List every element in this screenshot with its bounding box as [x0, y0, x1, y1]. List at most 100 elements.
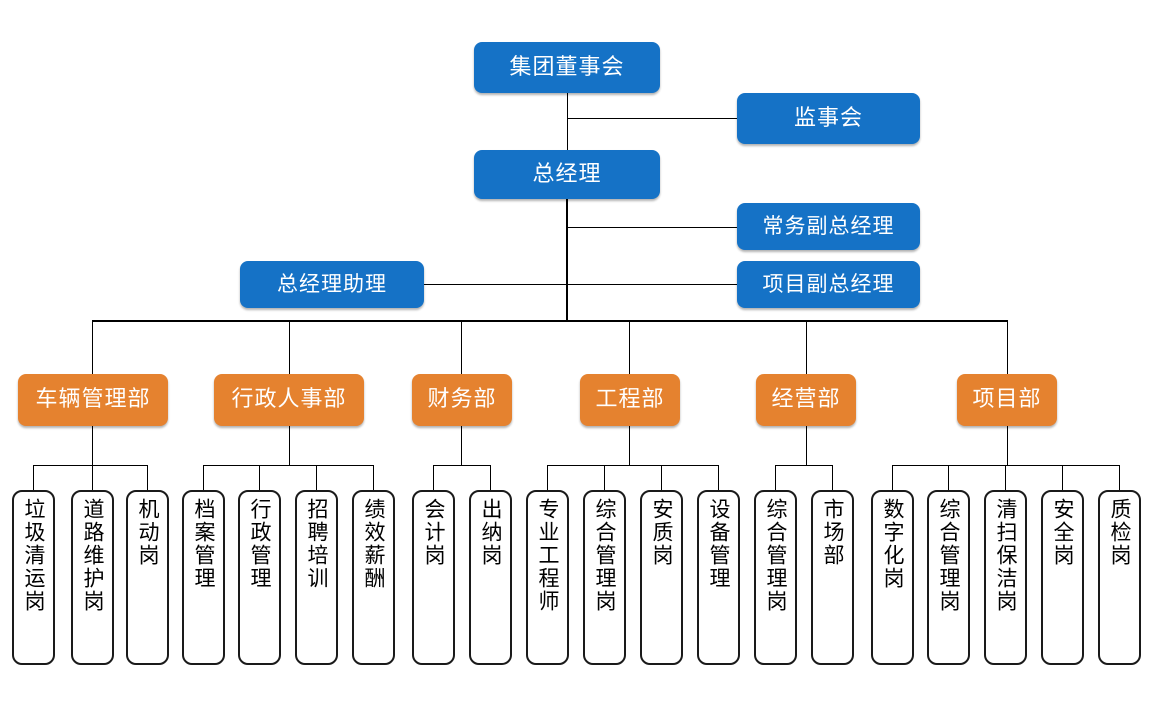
connector-bus-drop-2 — [461, 320, 462, 374]
connector-bus-drop-1 — [289, 320, 290, 374]
leaf-position-label: 综合管理岗 — [592, 498, 617, 613]
leaf-position-label: 专业工程师 — [535, 498, 560, 613]
leaf-position-box[interactable]: 招聘培训 — [295, 490, 338, 665]
leaf-position-label: 垃圾清运岗 — [21, 498, 46, 613]
node-general-manager[interactable]: 总经理 — [474, 150, 660, 199]
connector-bus-drop-4 — [806, 320, 807, 374]
leaf-position-label: 招聘培训 — [304, 498, 329, 590]
leaf-position-box[interactable]: 设备管理 — [697, 490, 740, 665]
connector-gm-trunk-to-supervisory — [567, 118, 737, 119]
leaf-position-label: 质检岗 — [1107, 498, 1132, 567]
leaf-position-box[interactable]: 安质岗 — [640, 490, 683, 665]
leaf-position-label: 设备管理 — [706, 498, 731, 590]
connector-leaf-drop-4-0 — [775, 465, 776, 490]
connector-leaf-drop-1-3 — [373, 465, 374, 490]
node-project-vice-gm[interactable]: 项目副总经理 — [737, 261, 920, 308]
node-department-engineering[interactable]: 工程部 — [580, 374, 680, 426]
connector-leaf-drop-5-4 — [1119, 465, 1120, 490]
leaf-position-box[interactable]: 会计岗 — [412, 490, 455, 665]
connector-subbus-0 — [33, 465, 147, 466]
node-department-finance-label: 财务部 — [427, 387, 497, 412]
node-department-admin-hr[interactable]: 行政人事部 — [214, 374, 364, 426]
connector-leaf-drop-3-1 — [604, 465, 605, 490]
node-department-operations[interactable]: 经营部 — [756, 374, 856, 426]
leaf-position-box[interactable]: 市场部 — [811, 490, 854, 665]
connector-leaf-drop-0-2 — [147, 465, 148, 490]
connector-leaf-drop-0-0 — [33, 465, 34, 490]
connector-leaf-drop-5-0 — [892, 465, 893, 490]
connector-leaf-drop-2-1 — [490, 465, 491, 490]
connector-leaf-drop-0-1 — [92, 465, 93, 490]
leaf-position-label: 行政管理 — [247, 498, 272, 590]
node-department-admin-hr-label: 行政人事部 — [231, 387, 347, 412]
leaf-position-label: 清扫保洁岗 — [993, 498, 1018, 613]
connector-dept-stem-2 — [461, 426, 462, 465]
leaf-position-box[interactable]: 道路维护岗 — [71, 490, 114, 665]
node-project-vice-gm-label: 项目副总经理 — [762, 272, 895, 296]
connector-dept-stem-1 — [289, 426, 290, 465]
leaf-position-label: 综合管理岗 — [936, 498, 961, 613]
connector-leaf-drop-5-3 — [1062, 465, 1063, 490]
connector-leaf-drop-4-1 — [832, 465, 833, 490]
node-board-of-directors[interactable]: 集团董事会 — [474, 42, 660, 93]
leaf-position-box[interactable]: 垃圾清运岗 — [12, 490, 55, 665]
connector-leaf-drop-5-1 — [948, 465, 949, 490]
connector-subbus-3 — [547, 465, 718, 466]
leaf-position-box[interactable]: 绩效薪酬 — [352, 490, 395, 665]
connector-leaf-drop-5-2 — [1005, 465, 1006, 490]
leaf-position-label: 机动岗 — [135, 498, 160, 567]
leaf-position-box[interactable]: 安全岗 — [1041, 490, 1084, 665]
node-gm-assistant-label: 总经理助理 — [277, 272, 387, 296]
leaf-position-label: 会计岗 — [421, 498, 446, 567]
leaf-position-label: 市场部 — [820, 498, 845, 567]
leaf-position-box[interactable]: 综合管理岗 — [754, 490, 797, 665]
node-general-manager-label: 总经理 — [532, 161, 602, 187]
connector-subbus-1 — [203, 465, 373, 466]
leaf-position-box[interactable]: 综合管理岗 — [583, 490, 626, 665]
connector-bus-drop-3 — [629, 320, 630, 374]
connector-leaf-drop-1-0 — [203, 465, 204, 490]
connector-dept-stem-4 — [806, 426, 807, 465]
leaf-position-box[interactable]: 质检岗 — [1098, 490, 1141, 665]
connector-leaf-drop-3-0 — [547, 465, 548, 490]
node-gm-assistant[interactable]: 总经理助理 — [240, 261, 424, 308]
node-executive-vice-gm[interactable]: 常务副总经理 — [737, 203, 920, 250]
connector-dept-stem-0 — [92, 426, 93, 465]
node-supervisory-board-label: 监事会 — [793, 105, 863, 131]
connector-gm-trunk-main — [566, 199, 568, 321]
connector-leaf-drop-3-3 — [718, 465, 719, 490]
connector-leaf-drop-3-2 — [661, 465, 662, 490]
node-department-project[interactable]: 项目部 — [957, 374, 1057, 426]
leaf-position-label: 综合管理岗 — [763, 498, 788, 613]
connector-trunk-to-exec-vp — [567, 227, 737, 228]
connector-bus-drop-5 — [1007, 320, 1008, 374]
node-department-vehicle-management-label: 车辆管理部 — [35, 387, 151, 412]
leaf-position-box[interactable]: 机动岗 — [126, 490, 169, 665]
node-department-finance[interactable]: 财务部 — [412, 374, 512, 426]
connector-subbus-2 — [433, 465, 490, 466]
leaf-position-box[interactable]: 清扫保洁岗 — [984, 490, 1027, 665]
leaf-position-box[interactable]: 出纳岗 — [469, 490, 512, 665]
connector-dept-stem-3 — [629, 426, 630, 465]
connector-department-bus — [92, 320, 1008, 322]
node-supervisory-board[interactable]: 监事会 — [737, 93, 920, 144]
node-department-vehicle-management[interactable]: 车辆管理部 — [18, 374, 168, 426]
node-board-of-directors-label: 集团董事会 — [509, 54, 625, 80]
leaf-position-box[interactable]: 专业工程师 — [526, 490, 569, 665]
leaf-position-label: 数字化岗 — [880, 498, 905, 590]
leaf-position-box[interactable]: 综合管理岗 — [927, 490, 970, 665]
node-department-engineering-label: 工程部 — [595, 387, 665, 412]
connector-leaf-drop-1-1 — [259, 465, 260, 490]
node-executive-vice-gm-label: 常务副总经理 — [762, 214, 895, 238]
connector-leaf-drop-2-0 — [433, 465, 434, 490]
leaf-position-label: 安质岗 — [649, 498, 674, 567]
connector-subbus-4 — [775, 465, 832, 466]
connector-assistant-to-project-vp — [424, 284, 737, 285]
leaf-position-box[interactable]: 行政管理 — [238, 490, 281, 665]
leaf-position-label: 出纳岗 — [478, 498, 503, 567]
leaf-position-box[interactable]: 档案管理 — [182, 490, 225, 665]
leaf-position-label: 档案管理 — [191, 498, 216, 590]
connector-leaf-drop-1-2 — [316, 465, 317, 490]
leaf-position-label: 绩效薪酬 — [361, 498, 386, 590]
leaf-position-box[interactable]: 数字化岗 — [871, 490, 914, 665]
